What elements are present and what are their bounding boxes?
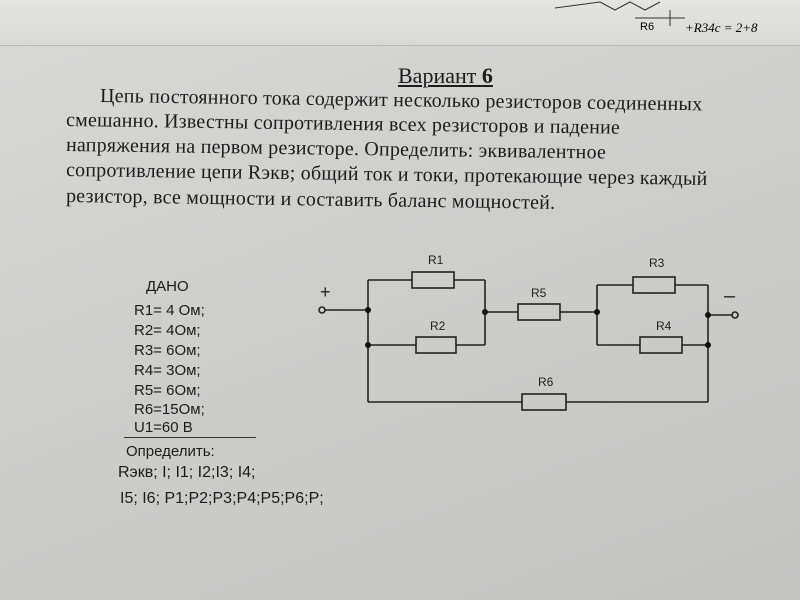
label-r3: R3 [649,256,665,270]
minus-label: – [724,285,736,307]
minus-terminal [731,311,739,319]
node-middle [482,309,488,315]
variant-number: 6 [481,63,493,88]
node-right-left [594,309,600,315]
resistor-r3 [632,276,676,294]
label-r5: R5 [531,286,547,300]
variant-title: Вариант 6 [398,63,493,89]
label-r2: R2 [430,319,446,333]
given-r2: R2= 4Ом; [134,322,201,339]
given-r1: R1= 4 Ом; [134,302,205,319]
sketch-label-r6: R6 [640,21,654,33]
given-title: ДАНО [146,278,189,295]
circuit-diagram: + – R1 R2 R3 R4 R5 R6 [318,253,739,411]
given-r4: R4= 3Ом; [134,362,201,379]
given-r6: R6=15Ом; [134,401,205,418]
find-line-2: I5; I6; P1;P2;P3;P4;P5;P6;P; [120,490,324,507]
label-r4: R4 [656,319,672,333]
sketch-formula: +R34c = 2+8 [685,20,758,35]
resistor-r4 [639,336,683,354]
label-r1: R1 [428,253,444,267]
resistor-r5 [517,303,561,321]
handwritten-sketch: R6 +R34c = 2+8 [554,1,758,35]
plus-terminal [318,306,326,314]
find-line-1: Rэкв; I; I1; I2;I3; I4; [118,464,256,481]
find-title: Определить: [126,443,215,460]
node-input [365,307,371,313]
given-r3: R3= 6Ом; [134,342,201,359]
node-right-lower [705,342,711,348]
divider [124,437,256,438]
plus-label: + [320,282,331,302]
resistor-r1 [411,271,455,289]
node-output [705,312,711,318]
resistor-r6 [521,393,567,411]
node-left-lower [365,342,371,348]
resistor-r2 [415,336,457,354]
label-r6: R6 [538,375,554,389]
previous-page-strip: R6 +R34c = 2+8 [0,0,800,46]
given-u1: U1=60 В [134,419,193,436]
given-r5: R5= 6Ом; [134,382,201,399]
variant-prefix: Вариант [398,63,477,88]
